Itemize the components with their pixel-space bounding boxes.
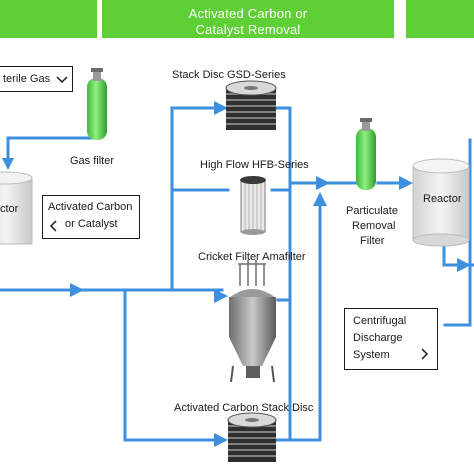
left-down-line [123, 288, 224, 442]
gas-cylinder-icon [87, 68, 107, 140]
reactor-left-label: ctor [0, 203, 19, 215]
activated-carbon-stack-label: Activated Carbon Stack Disc [174, 402, 314, 414]
activated-carbon-stack-disc-icon [227, 412, 277, 462]
stack-disc-filter-icon [225, 80, 277, 130]
chevron-down-icon [56, 76, 68, 84]
banner-title-line2: Catalyst Removal [195, 22, 301, 37]
arrow-right-stack-disc [214, 101, 228, 115]
arrow-up-collector [313, 192, 327, 206]
centrifugal-line2: Discharge [353, 332, 403, 344]
cricket-filter-vessel-icon [229, 260, 276, 383]
particulate-label-line3: Filter [360, 235, 385, 247]
particulate-label-line2: Removal [352, 220, 396, 232]
reactor-left-vessel-icon [0, 171, 33, 245]
sterile-gas-select[interactable]: terile Gas [0, 66, 73, 92]
activated-carbon-catalyst-button[interactable]: Activated Carbon or Catalyst [42, 195, 140, 239]
chevron-left-icon [49, 220, 57, 232]
cricket-filter-label: Cricket Filter Amafilter [198, 251, 306, 263]
banner-left [0, 0, 97, 38]
centrifugal-line3: System [353, 349, 390, 361]
arrow-right-main [70, 283, 84, 297]
activated-carbon-line1: Activated Carbon [48, 201, 133, 213]
high-flow-label: High Flow HFB-Series [200, 159, 309, 171]
right-edge-line [443, 138, 472, 327]
centrifugal-discharge-button[interactable]: Centrifugal Discharge System [344, 308, 438, 370]
flow-arrows [2, 101, 471, 447]
stack-disc-out [274, 106, 292, 442]
gas-filter-label: Gas filter [70, 155, 115, 167]
arrow-right-outlet [457, 258, 471, 272]
high-flow-cartridge-icon [240, 176, 266, 235]
banner-right [406, 0, 474, 38]
centrifugal-line1: Centrifugal [353, 315, 407, 327]
arrow-right-reactor [399, 176, 413, 190]
arrow-right-collector [316, 176, 330, 190]
particulate-label-line1: Particulate [346, 205, 398, 217]
particulate-filter-icon [356, 118, 376, 190]
reactor-right-label: Reactor [423, 193, 462, 205]
activated-carbon-line2: or Catalyst [65, 218, 118, 230]
arrow-down-left [2, 158, 14, 170]
stack-disc-label: Stack Disc GSD-Series [172, 69, 286, 81]
chevron-right-icon [421, 348, 429, 360]
reactor-right-vessel-icon [412, 158, 470, 247]
banner-title-line1: Activated Carbon or [188, 6, 308, 21]
arrow-right-bottom [214, 433, 228, 447]
banner-center: Activated Carbon or Catalyst Removal [102, 0, 394, 38]
sterile-gas-label: terile Gas [3, 73, 51, 85]
arrow-right-cricket [214, 289, 228, 303]
